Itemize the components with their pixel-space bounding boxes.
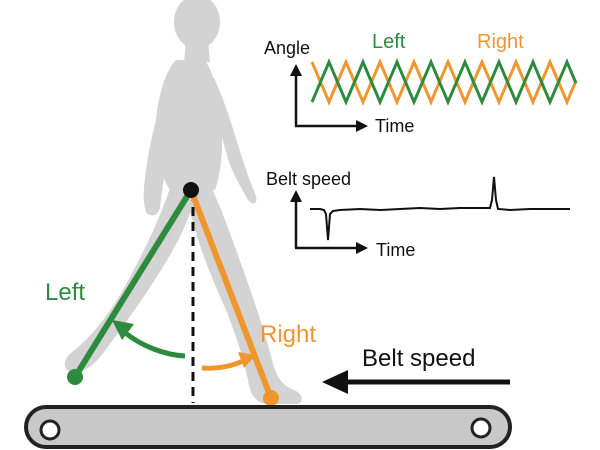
angle-plot-left-label: Left bbox=[372, 31, 406, 53]
angle-plot: Angle Left Right Time bbox=[264, 31, 578, 136]
treadmill-left-roller bbox=[39, 419, 61, 441]
belt-speed-axis-label: Belt speed bbox=[266, 169, 351, 189]
right-angle-arrowhead bbox=[238, 352, 256, 368]
belt-time-axis-label: Time bbox=[376, 240, 415, 260]
silhouette-front-leg bbox=[186, 184, 302, 404]
treadmill-right-roller bbox=[470, 417, 492, 439]
silhouette-head bbox=[174, 0, 220, 49]
left-angle-arrowhead bbox=[112, 320, 134, 340]
silhouette-neck bbox=[184, 40, 210, 62]
angle-plot-right-label: Right bbox=[477, 31, 524, 53]
left-angle-arc bbox=[120, 328, 186, 359]
silhouette-torso bbox=[155, 60, 223, 190]
belt-speed-trace bbox=[310, 176, 570, 241]
silhouette-back-arm bbox=[143, 80, 172, 216]
treadmill bbox=[24, 405, 512, 449]
silhouette-front-arm bbox=[205, 78, 257, 204]
left-leg-label: Left bbox=[45, 279, 85, 306]
left-leg-line bbox=[72, 187, 194, 380]
hip-joint-dot bbox=[183, 182, 199, 198]
left-angle-wave bbox=[310, 58, 578, 106]
belt-direction-arrow bbox=[322, 370, 510, 394]
belt-speed-arrow-label: Belt speed bbox=[362, 345, 475, 372]
right-angle-arc bbox=[201, 358, 245, 371]
left-foot-dot bbox=[67, 369, 83, 385]
belt-speed-plot: Belt speed Time bbox=[266, 169, 570, 260]
walking-person-silhouette bbox=[64, 0, 302, 404]
right-angle-wave bbox=[310, 58, 578, 106]
right-foot-dot bbox=[263, 390, 279, 406]
right-leg-line bbox=[188, 187, 274, 401]
angle-axis-label: Angle bbox=[264, 38, 310, 58]
treadmill-belt bbox=[24, 405, 512, 449]
right-leg-label: Right bbox=[260, 321, 316, 348]
angle-time-axis-label: Time bbox=[375, 116, 414, 136]
